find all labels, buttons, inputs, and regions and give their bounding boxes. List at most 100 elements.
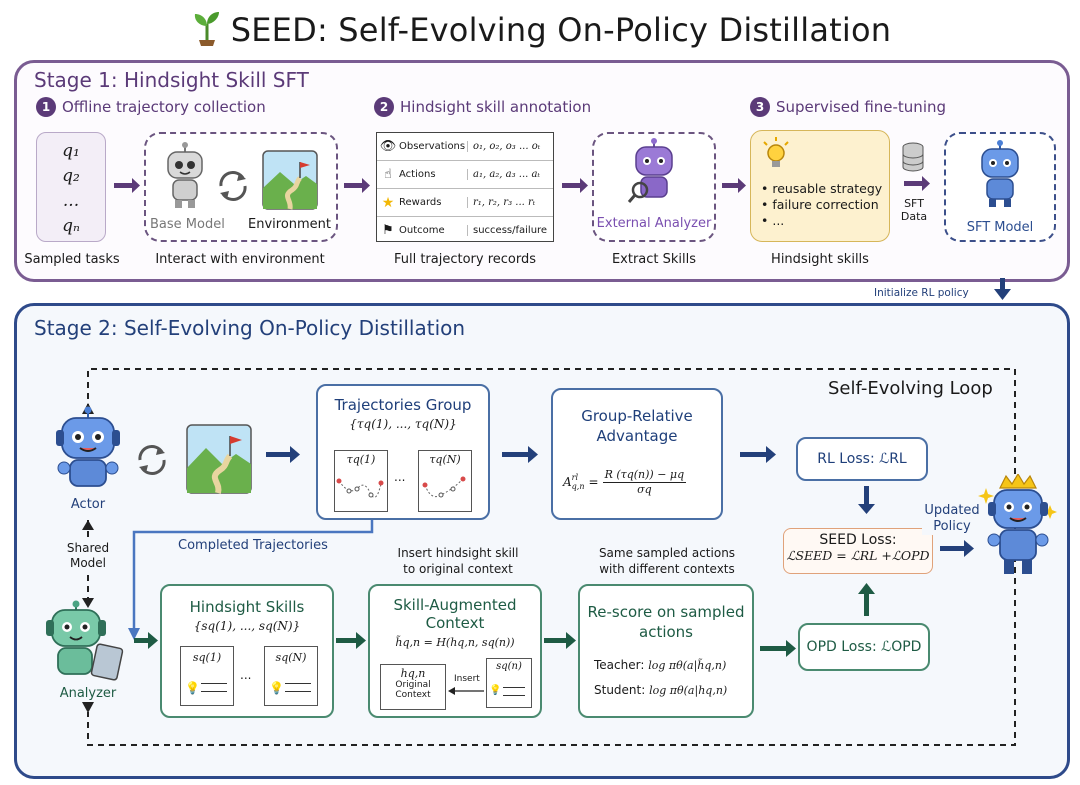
updated-policy-label: Updated Policy [922, 503, 982, 535]
shared-arrow-head [82, 598, 94, 608]
environment-landscape-icon [262, 150, 318, 214]
base-model-robot-icon [160, 142, 210, 216]
seed-loss-box: SEED Loss: ℒSEED = ℒRL +ℒOPD [783, 528, 933, 574]
insert-skill-caption-line: to original context [403, 562, 513, 576]
hindsight-skills-note: • reusable strategy • failure correction… [750, 130, 890, 242]
flow-arrow [114, 183, 132, 188]
completed-trajectories-path [132, 520, 374, 630]
step-3: 3 Supervised fine-tuning [750, 97, 946, 117]
rescore-box: Re-score on sampled actions Teacher: log… [578, 584, 754, 718]
flow-arrow [336, 638, 356, 643]
eye-icon: 👁 [379, 139, 397, 154]
lightbulb-icon: 💡 [269, 681, 284, 695]
page-title: SEED: Self-Evolving On-Policy Distillati… [0, 6, 1080, 54]
completed-arrow-head [128, 628, 140, 640]
rl-loss-box: RL Loss: ℒRL [796, 437, 928, 481]
advantage-denominator: σq [637, 483, 652, 496]
advantage-lhs-sup: rl [571, 473, 579, 482]
teacher-label: Teacher: [594, 658, 645, 672]
trajectory-card-label: τq(N) [429, 453, 461, 466]
same-actions-caption-line: with different contexts [599, 562, 735, 576]
flow-arrow-head [132, 178, 140, 193]
analyzer-robot-icon [44, 600, 126, 690]
flow-arrow [864, 592, 869, 616]
analyzer-robot-icon [626, 138, 682, 212]
flow-arrow-head [148, 632, 158, 649]
shared-model-label: Shared Model [56, 541, 120, 571]
student-label: Student: [594, 683, 646, 697]
record-value: o₁, o₂, o₃ ... oₜ [467, 141, 540, 152]
init-arrow [1000, 278, 1005, 290]
trajectory-record-table: 👁 Observations o₁, o₂, o₃ ... oₜ ☝ Actio… [376, 132, 554, 242]
lightbulb-icon: 💡 [185, 681, 200, 695]
seed-loss-title: SEED Loss: [819, 532, 897, 548]
completed-trajectories-label: Completed Trajectories [178, 538, 328, 553]
lightbulb-icon: 💡 [489, 685, 502, 696]
cycle-icon [213, 168, 253, 208]
database-icon [901, 142, 925, 176]
flow-arrow [740, 452, 766, 457]
flow-arrow [344, 183, 362, 188]
flow-arrow [562, 183, 580, 188]
sft-data-label-line: SFT [904, 197, 924, 210]
base-model-label: Base Model [150, 217, 225, 232]
step-label: Offline trajectory collection [62, 98, 266, 116]
hindsight-skills-set: {sq(1), ..., sq(N)} [193, 619, 301, 633]
shared-arrow-head [82, 520, 94, 530]
init-arrow-head [994, 289, 1011, 300]
environment-landscape-icon [186, 424, 252, 498]
task-item: ... [62, 191, 80, 211]
caption-interact: Interact with environment [155, 252, 325, 267]
record-label: Actions [399, 169, 436, 180]
flow-arrow-head [766, 446, 776, 463]
context-title-line: Skill-Augmented [393, 596, 517, 614]
advantage-formula: A rl q,n = R (τq(n)) − μq σq [563, 468, 687, 496]
context-title-line: Context [425, 614, 485, 632]
opd-loss-box: OPD Loss: ℒOPD [798, 623, 930, 671]
trajectories-group-box: Trajectories Group {τq(1), ..., τq(N)} τ… [316, 384, 490, 520]
sft-data-label: SFT Data [896, 197, 932, 223]
skill-augmented-context-box: Skill-Augmented Context h̃q,n = H(hq,n, … [368, 584, 542, 718]
record-value: a₁, a₂, a₃ ... aₜ [467, 169, 540, 180]
step-number: 2 [374, 97, 394, 117]
rescore-title-line: Re-score on sampled [587, 603, 745, 621]
insert-arrow [448, 687, 484, 695]
hindsight-skills-box: Hindsight Skills {sq(1), ..., sq(N)} sq(… [160, 584, 334, 718]
environment-label: Environment [248, 217, 332, 232]
task-item: q₂ [62, 166, 80, 186]
actor-robot-icon [52, 406, 124, 502]
student-formula: log πθ(a|hq,n) [649, 684, 728, 697]
skill-bullet: • ... [761, 213, 785, 228]
skill-card: sq(1) 💡 [180, 646, 234, 706]
flow-arrow [864, 486, 869, 506]
shared-model-line: Shared [66, 541, 110, 555]
original-context-card: hq,n Original Context [380, 664, 446, 710]
task-item: q₁ [62, 141, 80, 161]
seed-loss-formula: ℒSEED = ℒRL +ℒOPD [786, 548, 930, 563]
flow-arrow [266, 452, 290, 457]
shared-model-line: Model [69, 556, 107, 570]
flow-arrow-head [580, 178, 588, 193]
stage1-title: Stage 1: Hindsight Skill SFT [34, 68, 309, 92]
teacher-row: Teacher: log πθ(a|h̃q,n) [594, 658, 726, 672]
analyzer-label: Analyzer [59, 686, 117, 701]
checkered-flag-icon: ⚑ [382, 222, 394, 238]
step-2: 2 Hindsight skill annotation [374, 97, 591, 117]
trajectory-path-icon [422, 476, 466, 498]
skill-card-label: sq(1) [192, 651, 222, 664]
trajectory-card: τq(N) [418, 450, 472, 512]
trajectories-group-title: Trajectories Group [334, 396, 472, 414]
flow-arrow-head [858, 504, 875, 514]
insert-skill-caption: Insert hindsight skill to original conte… [380, 545, 536, 577]
trajectory-path-icon [336, 478, 384, 498]
flow-arrow [502, 452, 528, 457]
skill-bullet: • reusable strategy [761, 181, 883, 196]
record-value: r₁, r₂, r₃ ... rₜ [467, 197, 535, 208]
record-label: Outcome [399, 224, 445, 236]
cycle-icon [132, 442, 172, 482]
same-actions-caption-line: Same sampled actions [598, 546, 736, 560]
caption-skills: Hindsight skills [771, 252, 869, 267]
initialize-rl-label: Initialize RL policy [874, 287, 969, 299]
pointer-hand-icon: ☝ [384, 167, 392, 182]
self-evolving-loop-label: Self-Evolving Loop [828, 378, 993, 399]
